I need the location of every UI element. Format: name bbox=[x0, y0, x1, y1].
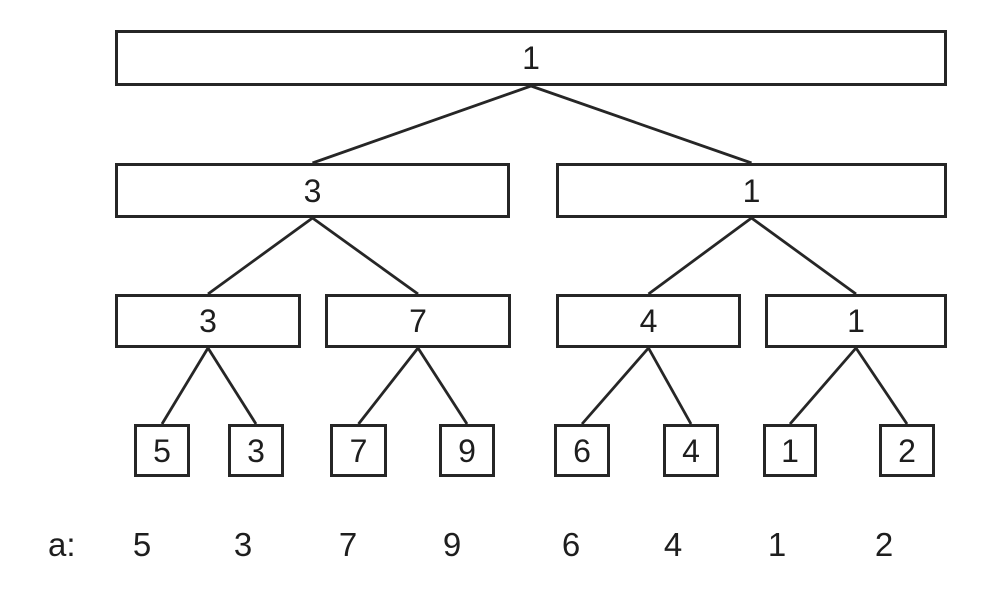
tree-edge bbox=[788, 347, 858, 425]
array-value: 1 bbox=[767, 526, 787, 563]
tree-node-leaf-1: 3 bbox=[228, 424, 284, 477]
tree-edge bbox=[312, 84, 532, 165]
array-value: 7 bbox=[338, 526, 358, 563]
tree-edge bbox=[311, 216, 419, 296]
array-value: 9 bbox=[442, 526, 462, 563]
tree-edge bbox=[357, 347, 420, 425]
tree-edge bbox=[206, 347, 258, 425]
tree-node-leaf-6: 1 bbox=[763, 424, 817, 477]
tree-node-leaf-4: 6 bbox=[554, 424, 610, 477]
tree-edge bbox=[207, 216, 314, 296]
tree-edge bbox=[647, 347, 693, 425]
tree-node-leaf-5: 4 bbox=[663, 424, 719, 477]
tree-node-n-l: 3 bbox=[115, 163, 510, 218]
array-value: 2 bbox=[874, 526, 894, 563]
tree-node-n-rl: 4 bbox=[556, 294, 741, 348]
tree-node-n-lr: 7 bbox=[325, 294, 511, 348]
tree-edge bbox=[647, 216, 753, 296]
tree-node-n-r: 1 bbox=[556, 163, 947, 218]
tree-node-leaf-3: 9 bbox=[439, 424, 495, 477]
tree-node-leaf-7: 2 bbox=[879, 424, 935, 477]
tree-node-leaf-0: 5 bbox=[134, 424, 190, 477]
tree-edge bbox=[750, 216, 857, 296]
tree-node-root: 1 bbox=[115, 30, 947, 86]
tree-node-n-rr: 1 bbox=[765, 294, 947, 348]
array-value: 5 bbox=[132, 526, 152, 563]
tree-edge bbox=[580, 347, 650, 425]
array-value: 3 bbox=[233, 526, 253, 563]
tree-node-n-ll: 3 bbox=[115, 294, 301, 348]
tree-edge bbox=[854, 347, 909, 425]
array-label: a: bbox=[48, 526, 76, 563]
array-value: 6 bbox=[561, 526, 581, 563]
tree-node-leaf-2: 7 bbox=[330, 424, 387, 477]
array-value: 4 bbox=[663, 526, 683, 563]
tree-edge bbox=[416, 347, 469, 425]
tree-edge bbox=[160, 347, 210, 425]
tree-edge bbox=[530, 84, 752, 165]
